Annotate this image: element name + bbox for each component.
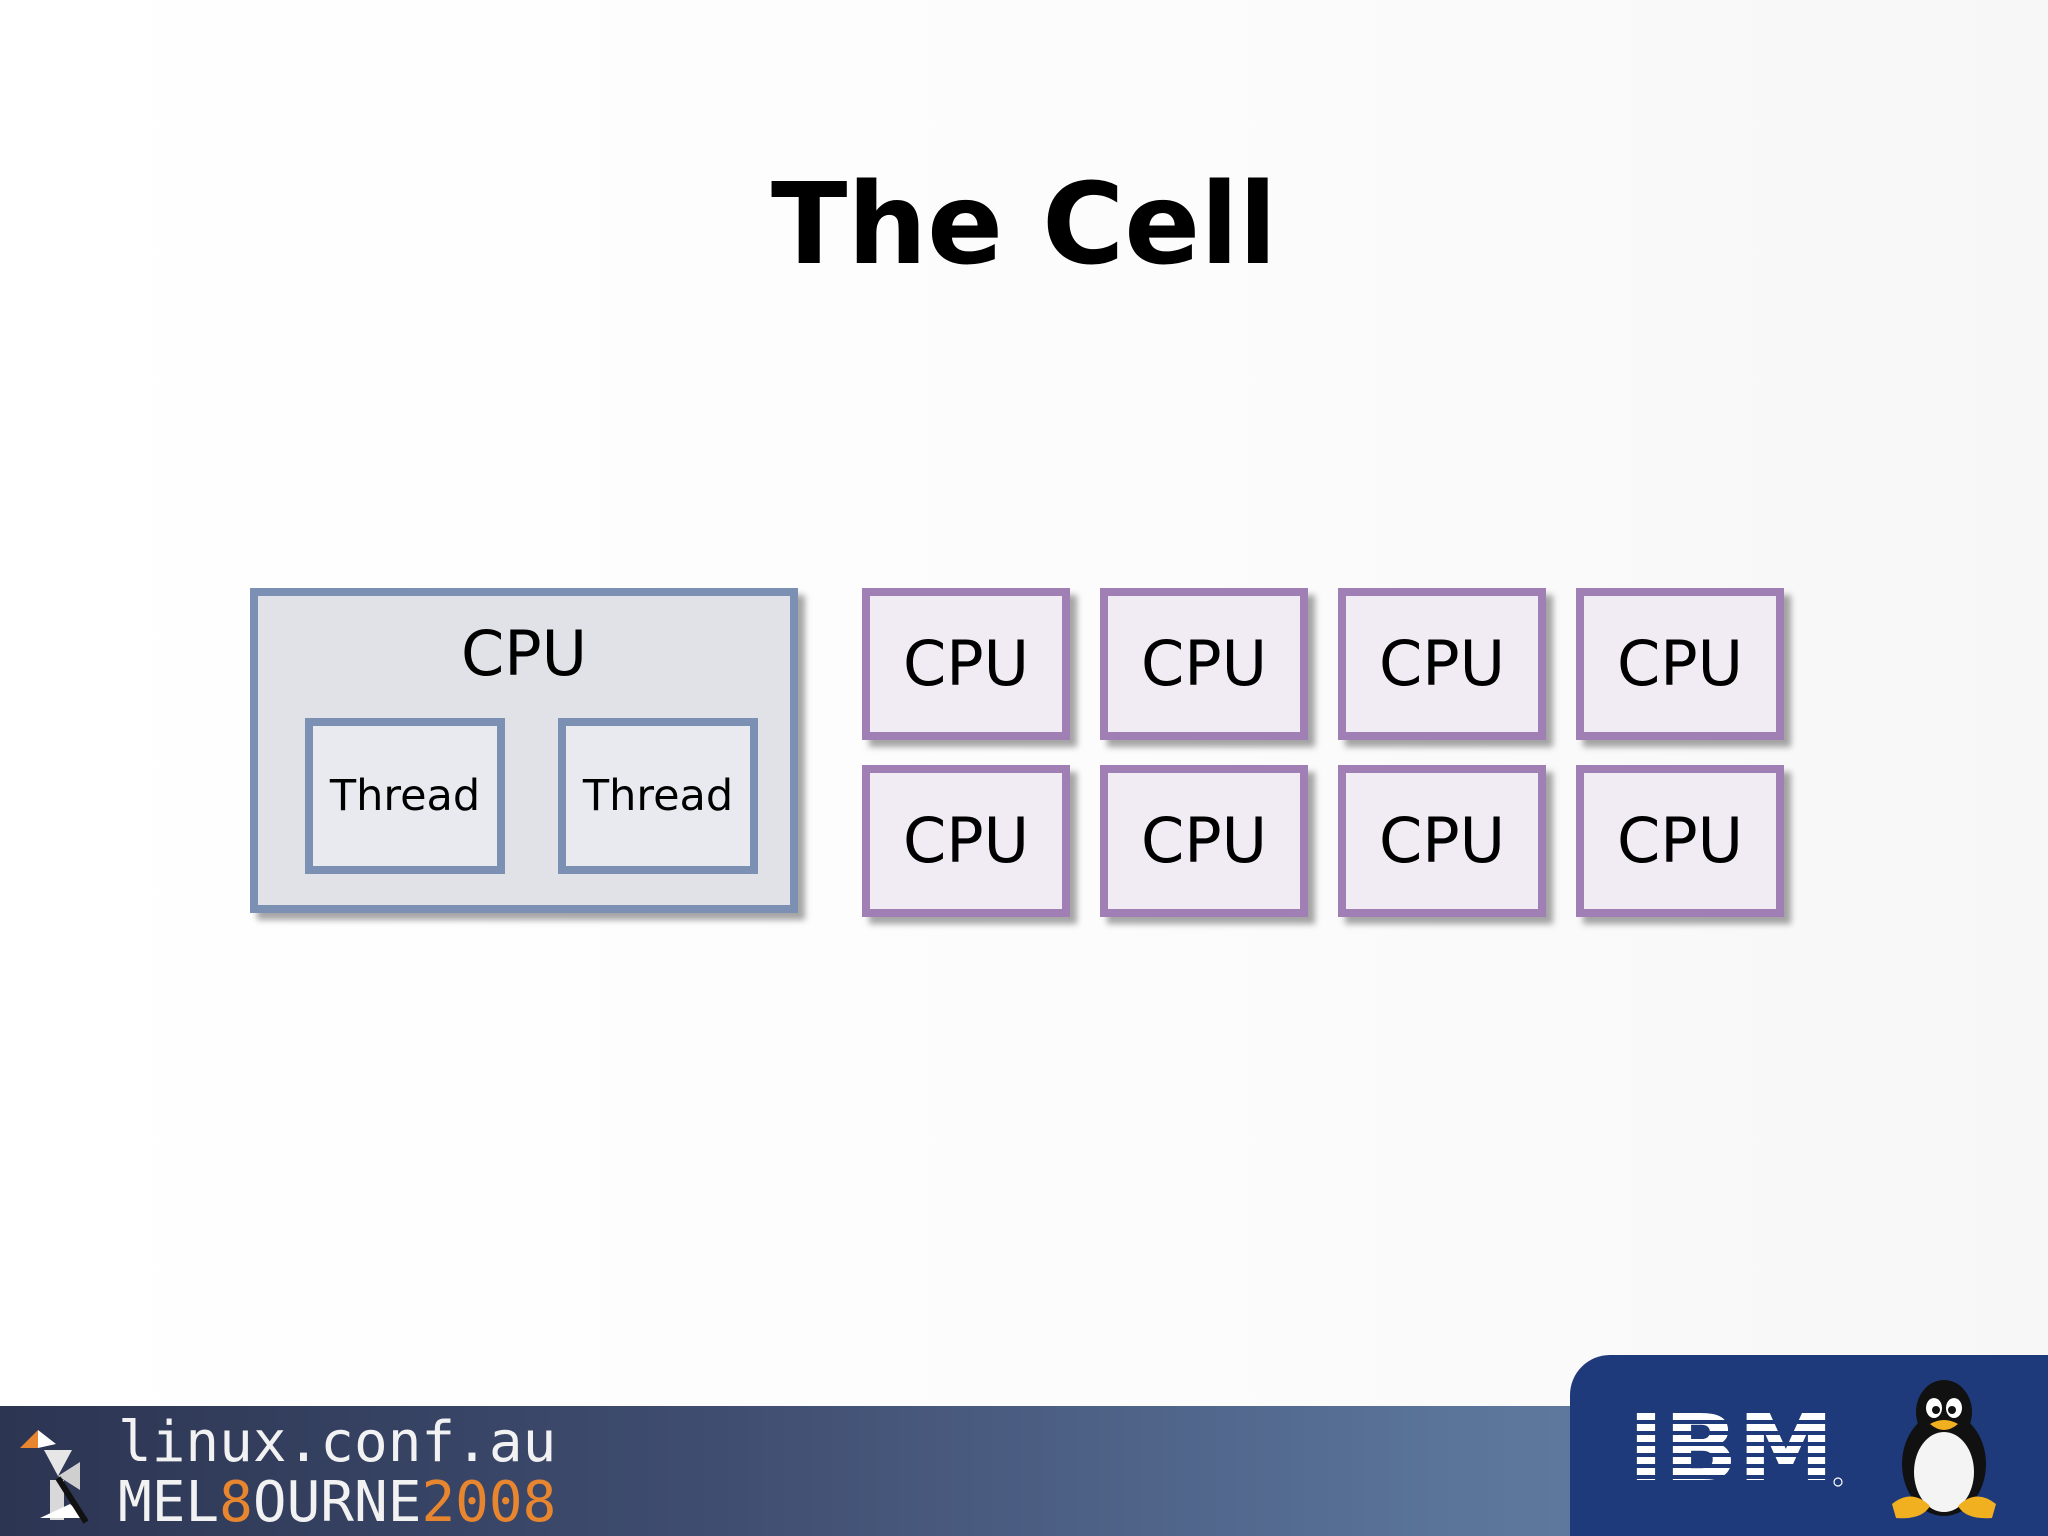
tux-penguin-icon (1892, 1380, 1996, 1519)
conference-location: MEL8OURNE2008 (118, 1470, 557, 1535)
ppe-label: CPU (460, 617, 588, 690)
conference-name: linux.conf.au (118, 1410, 557, 1475)
thread-box: Thread (305, 718, 505, 874)
spe-box: CPU (1576, 765, 1784, 917)
svg-text:IBM: IBM (1628, 1402, 1834, 1488)
slide-title: The Cell (770, 160, 1278, 290)
spe-box: CPU (1576, 588, 1784, 740)
spe-box: CPU (862, 765, 1070, 917)
lca-bird-logo-icon (20, 1430, 89, 1524)
spe-box: CPU (1100, 588, 1308, 740)
spe-box: CPU (1338, 765, 1546, 917)
ibm-logo-icon: IBM (1628, 1402, 1843, 1488)
spe-box: CPU (1338, 588, 1546, 740)
ppe-block: CPU Thread Thread (250, 588, 798, 913)
thread-box: Thread (558, 718, 758, 874)
spe-box: CPU (862, 588, 1070, 740)
spe-box: CPU (1100, 765, 1308, 917)
